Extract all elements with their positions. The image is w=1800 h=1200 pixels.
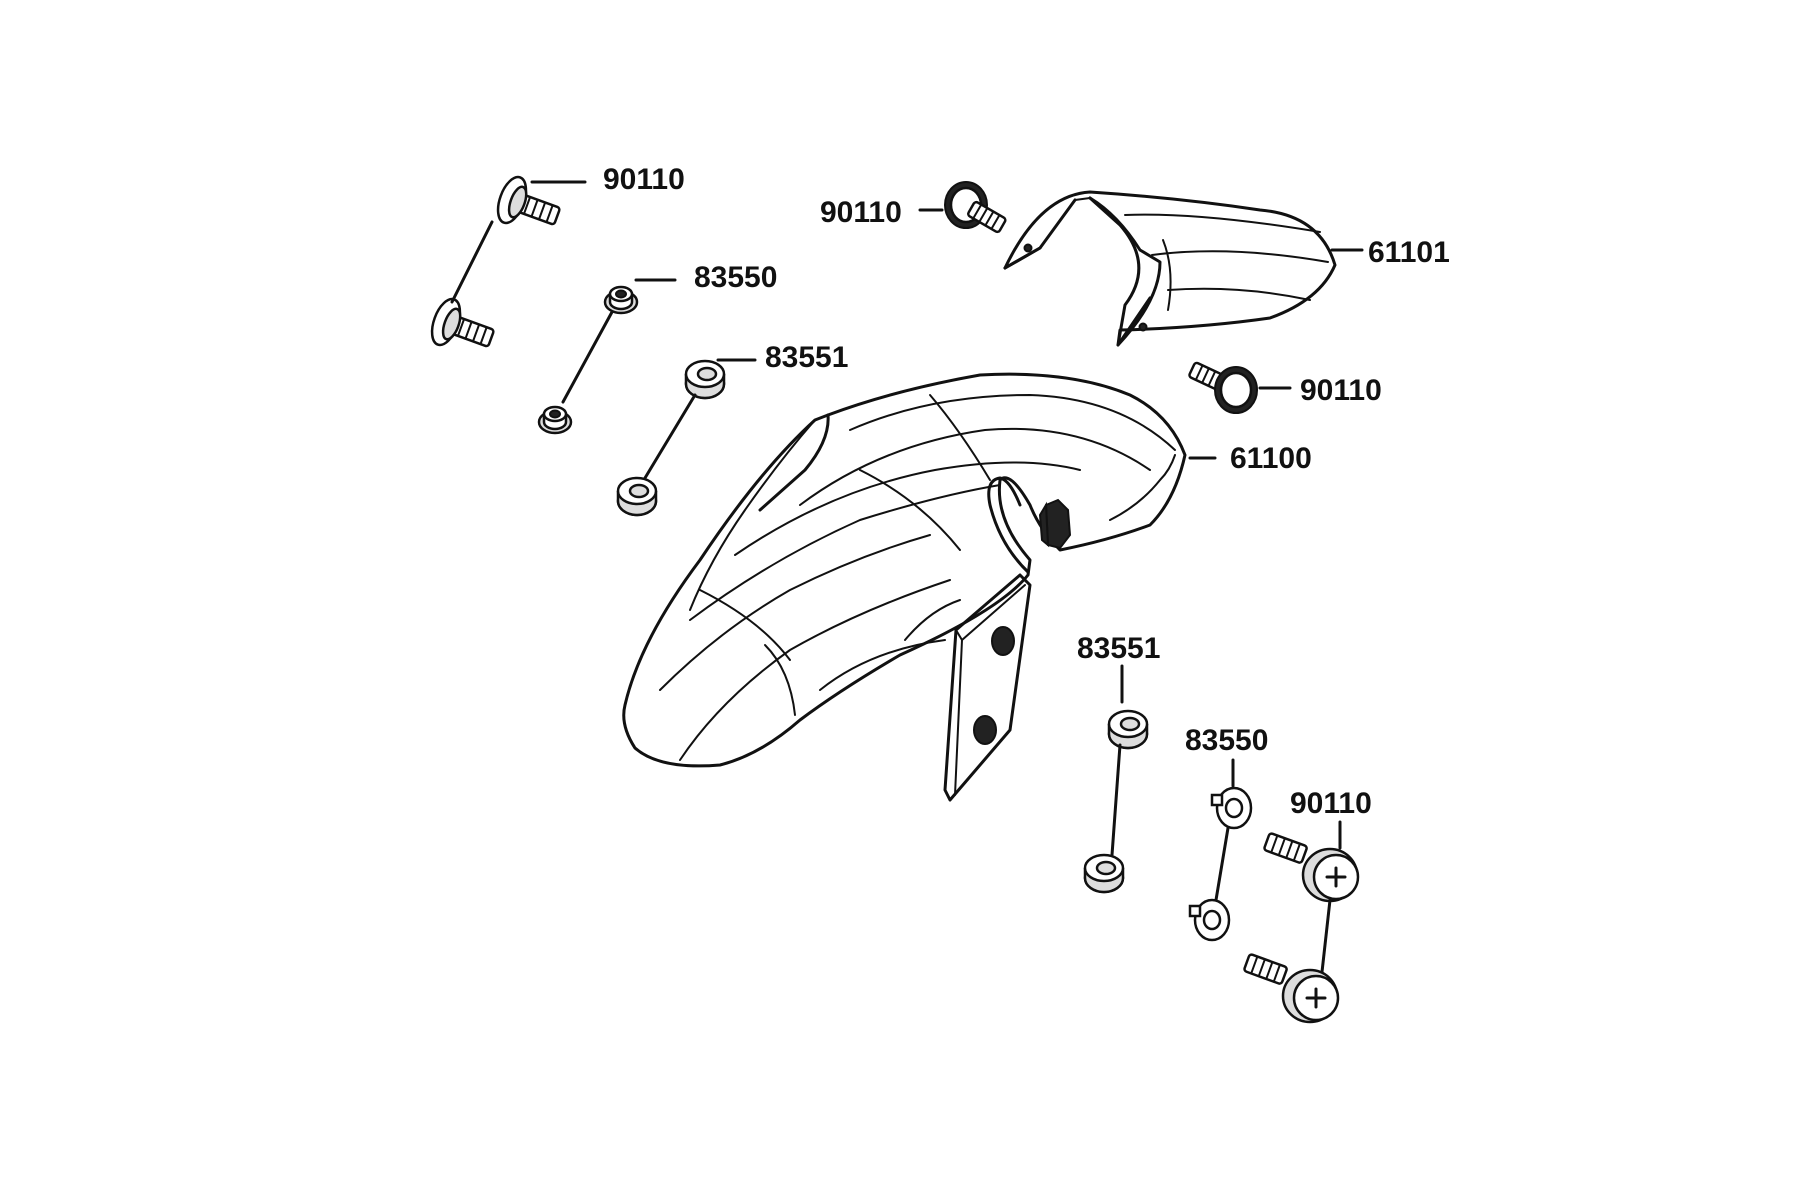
fender-extension-61101 bbox=[1003, 190, 1337, 347]
link-line bbox=[643, 393, 697, 480]
front-fender-61100 bbox=[622, 372, 1187, 802]
link-line bbox=[561, 310, 614, 404]
washer-83550-bottom-upper bbox=[1210, 786, 1253, 830]
part-label-90110-bottom: 90110 bbox=[1290, 787, 1372, 820]
part-label-90110-topleft: 90110 bbox=[603, 163, 685, 196]
link-line bbox=[1214, 826, 1230, 902]
nut-83550-lower bbox=[537, 405, 573, 435]
part-label-61101: 61101 bbox=[1368, 236, 1450, 269]
grommet-83551-bottom-lower bbox=[1083, 853, 1125, 894]
part-label-83551-topleft: 83551 bbox=[765, 341, 848, 374]
part-label-90110-right: 90110 bbox=[1300, 374, 1382, 407]
bolt-90110-topright bbox=[1188, 361, 1258, 414]
screw-90110-bottom-lower bbox=[1243, 953, 1340, 1024]
nut-83550-upper bbox=[603, 285, 639, 315]
grommet-83551-lower bbox=[616, 476, 658, 517]
part-label-90110-topcenter: 90110 bbox=[820, 196, 902, 229]
link-line bbox=[1110, 743, 1122, 857]
part-label-61100: 61100 bbox=[1230, 442, 1312, 475]
link-line bbox=[450, 220, 494, 304]
link-line bbox=[1320, 898, 1332, 974]
part-label-83550-bottom: 83550 bbox=[1185, 724, 1268, 757]
bolt-90110-lower bbox=[425, 294, 501, 363]
part-label-83550-topleft: 83550 bbox=[694, 261, 777, 294]
grommet-83551-bottom-upper bbox=[1107, 709, 1149, 750]
part-label-83551-bottom: 83551 bbox=[1077, 632, 1160, 665]
grommet-83551-upper bbox=[684, 359, 726, 400]
screw-90110-bottom-upper bbox=[1263, 832, 1360, 903]
bolt-90110-topcenter bbox=[944, 181, 1007, 234]
washer-83550-bottom-lower bbox=[1188, 898, 1231, 942]
